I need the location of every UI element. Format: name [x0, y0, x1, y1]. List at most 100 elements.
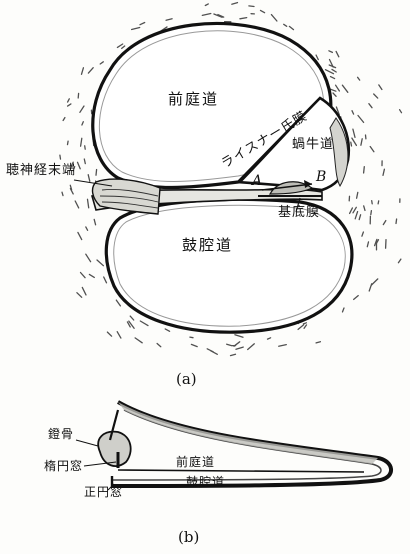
top-wall-shading — [118, 402, 378, 464]
bone-dash — [81, 121, 84, 126]
vestibular-canal-label: 前庭道 — [168, 90, 220, 108]
bone-dash — [315, 341, 322, 344]
bone-dash — [130, 26, 141, 31]
bone-dash — [79, 271, 86, 279]
bone-dash — [226, 343, 233, 347]
cochlear-duct-label: 蝸牛道 — [292, 137, 335, 152]
bone-dash — [247, 343, 255, 351]
bone-dash — [128, 320, 135, 329]
bone-dash — [86, 198, 90, 209]
bone-dash — [231, 1, 239, 5]
bone-dash — [266, 337, 272, 340]
bone-dash — [87, 174, 91, 182]
bone-dash — [355, 191, 359, 199]
bone-dash — [382, 219, 387, 226]
bone-dash — [397, 258, 402, 264]
bone-dash — [95, 168, 98, 176]
bone-dash — [239, 16, 248, 20]
bone-dash — [366, 241, 370, 248]
bone-dash — [83, 158, 86, 165]
a-b-arrow — [261, 183, 313, 191]
round-window-label: 正円窓 — [84, 485, 124, 499]
tympanic-canal-label: 鼓腔道 — [182, 236, 234, 254]
bone-dash — [217, 13, 225, 18]
bone-dash — [204, 3, 209, 7]
point-a-label: A — [252, 173, 263, 189]
stapes-bone — [97, 430, 132, 467]
bone-dash — [235, 346, 244, 350]
bone-dash — [59, 154, 62, 160]
bone-dash — [331, 68, 337, 73]
bone-dash — [129, 315, 135, 321]
tympanic-canal-label-b: 鼓腔道 — [186, 475, 226, 489]
bone-dash — [139, 320, 149, 327]
bone-dash — [189, 336, 194, 339]
bone-dash — [81, 286, 87, 296]
vestibular-canal-label-b: 前庭道 — [176, 455, 216, 469]
bone-dash — [373, 93, 379, 99]
bone-dash — [353, 294, 359, 301]
bone-dash — [351, 110, 355, 115]
bone-dash — [288, 25, 295, 31]
bone-dash — [134, 337, 143, 344]
bone-dash — [302, 322, 308, 325]
basilar-leader — [295, 197, 301, 213]
bone-dash — [213, 13, 223, 18]
bone-dash — [358, 214, 362, 221]
bone-dash — [369, 145, 375, 153]
bone-dash — [352, 206, 357, 214]
bone-dash — [378, 84, 383, 91]
bone-dash — [259, 9, 266, 14]
bone-dash — [201, 12, 212, 17]
bone-dash — [278, 343, 287, 347]
bone-dash — [234, 334, 244, 338]
caption-a: (a) — [176, 370, 197, 388]
bone-dash — [79, 137, 83, 147]
bone-dash — [156, 342, 162, 348]
bone-dash — [351, 137, 358, 147]
bone-dash — [334, 84, 341, 92]
bone-dash — [116, 43, 124, 49]
bone-dash — [74, 200, 80, 209]
bone-dash — [382, 168, 386, 177]
bone-dash — [370, 278, 379, 286]
bone-dash — [373, 238, 378, 247]
bone-dash — [165, 18, 173, 21]
caption-b: (b) — [178, 528, 200, 546]
bone-dash — [77, 231, 83, 241]
bone-dash — [206, 348, 214, 353]
bone-dash — [79, 105, 85, 113]
bone-dash — [106, 331, 113, 337]
nerve-leader — [73, 179, 113, 187]
bone-dash — [368, 103, 373, 109]
bone-dash — [66, 140, 69, 146]
bone-dash — [350, 141, 353, 147]
bone-dash — [72, 165, 76, 172]
bone-dash — [88, 273, 95, 279]
bone-dash — [328, 50, 334, 54]
basilar-membrane-label: 基底膜 — [278, 205, 321, 220]
oval-window-leader — [83, 461, 117, 467]
bone-dash — [99, 61, 104, 65]
bone-dash — [303, 324, 308, 329]
uncoiled-cochlea-outer — [111, 400, 393, 488]
auditory-nerve-bundle — [91, 178, 161, 215]
oval-window-label: 楕円窓 — [44, 459, 84, 473]
bone-dash — [85, 253, 92, 263]
bone-dash — [270, 13, 278, 22]
bone-dash — [103, 276, 108, 284]
round-window-leader — [107, 483, 115, 491]
bone-dash — [356, 76, 361, 81]
bone-dash — [69, 161, 74, 169]
bone-dash — [61, 191, 64, 197]
a-b-arrowhead — [304, 180, 312, 188]
auditory-nerve-label: 聴神経末端 — [6, 163, 77, 178]
bone-dash — [69, 184, 73, 191]
bone-dash — [229, 353, 237, 357]
bone-dash — [341, 307, 345, 313]
bone-dash — [96, 259, 105, 267]
bone-dash — [370, 209, 373, 216]
bone-dash — [354, 210, 359, 220]
